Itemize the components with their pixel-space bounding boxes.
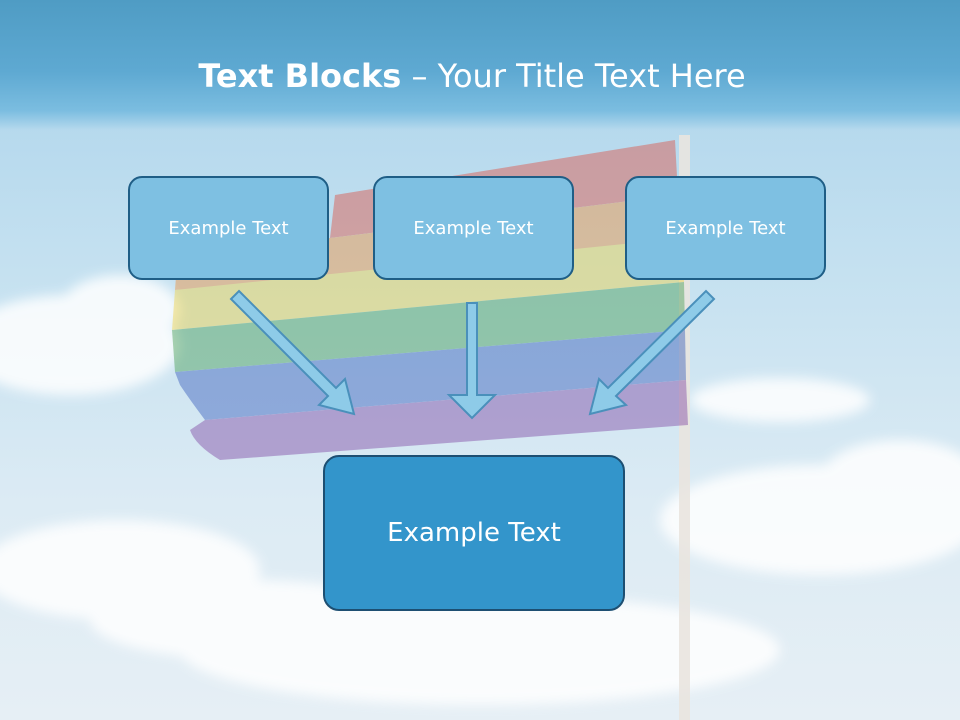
title-bold-part: Text Blocks <box>198 57 402 95</box>
text-block-main: Example Text <box>323 455 625 611</box>
header-band <box>0 0 960 130</box>
title-rest-part: – Your Title Text Here <box>401 57 746 95</box>
arrow-left <box>229 289 356 416</box>
arrow-right <box>588 289 716 416</box>
slide-title: Text Blocks – Your Title Text Here <box>0 54 944 98</box>
text-block-3: Example Text <box>625 176 826 280</box>
text-block-2: Example Text <box>373 176 574 280</box>
arrow-center <box>446 302 498 420</box>
text-block-1: Example Text <box>128 176 329 280</box>
